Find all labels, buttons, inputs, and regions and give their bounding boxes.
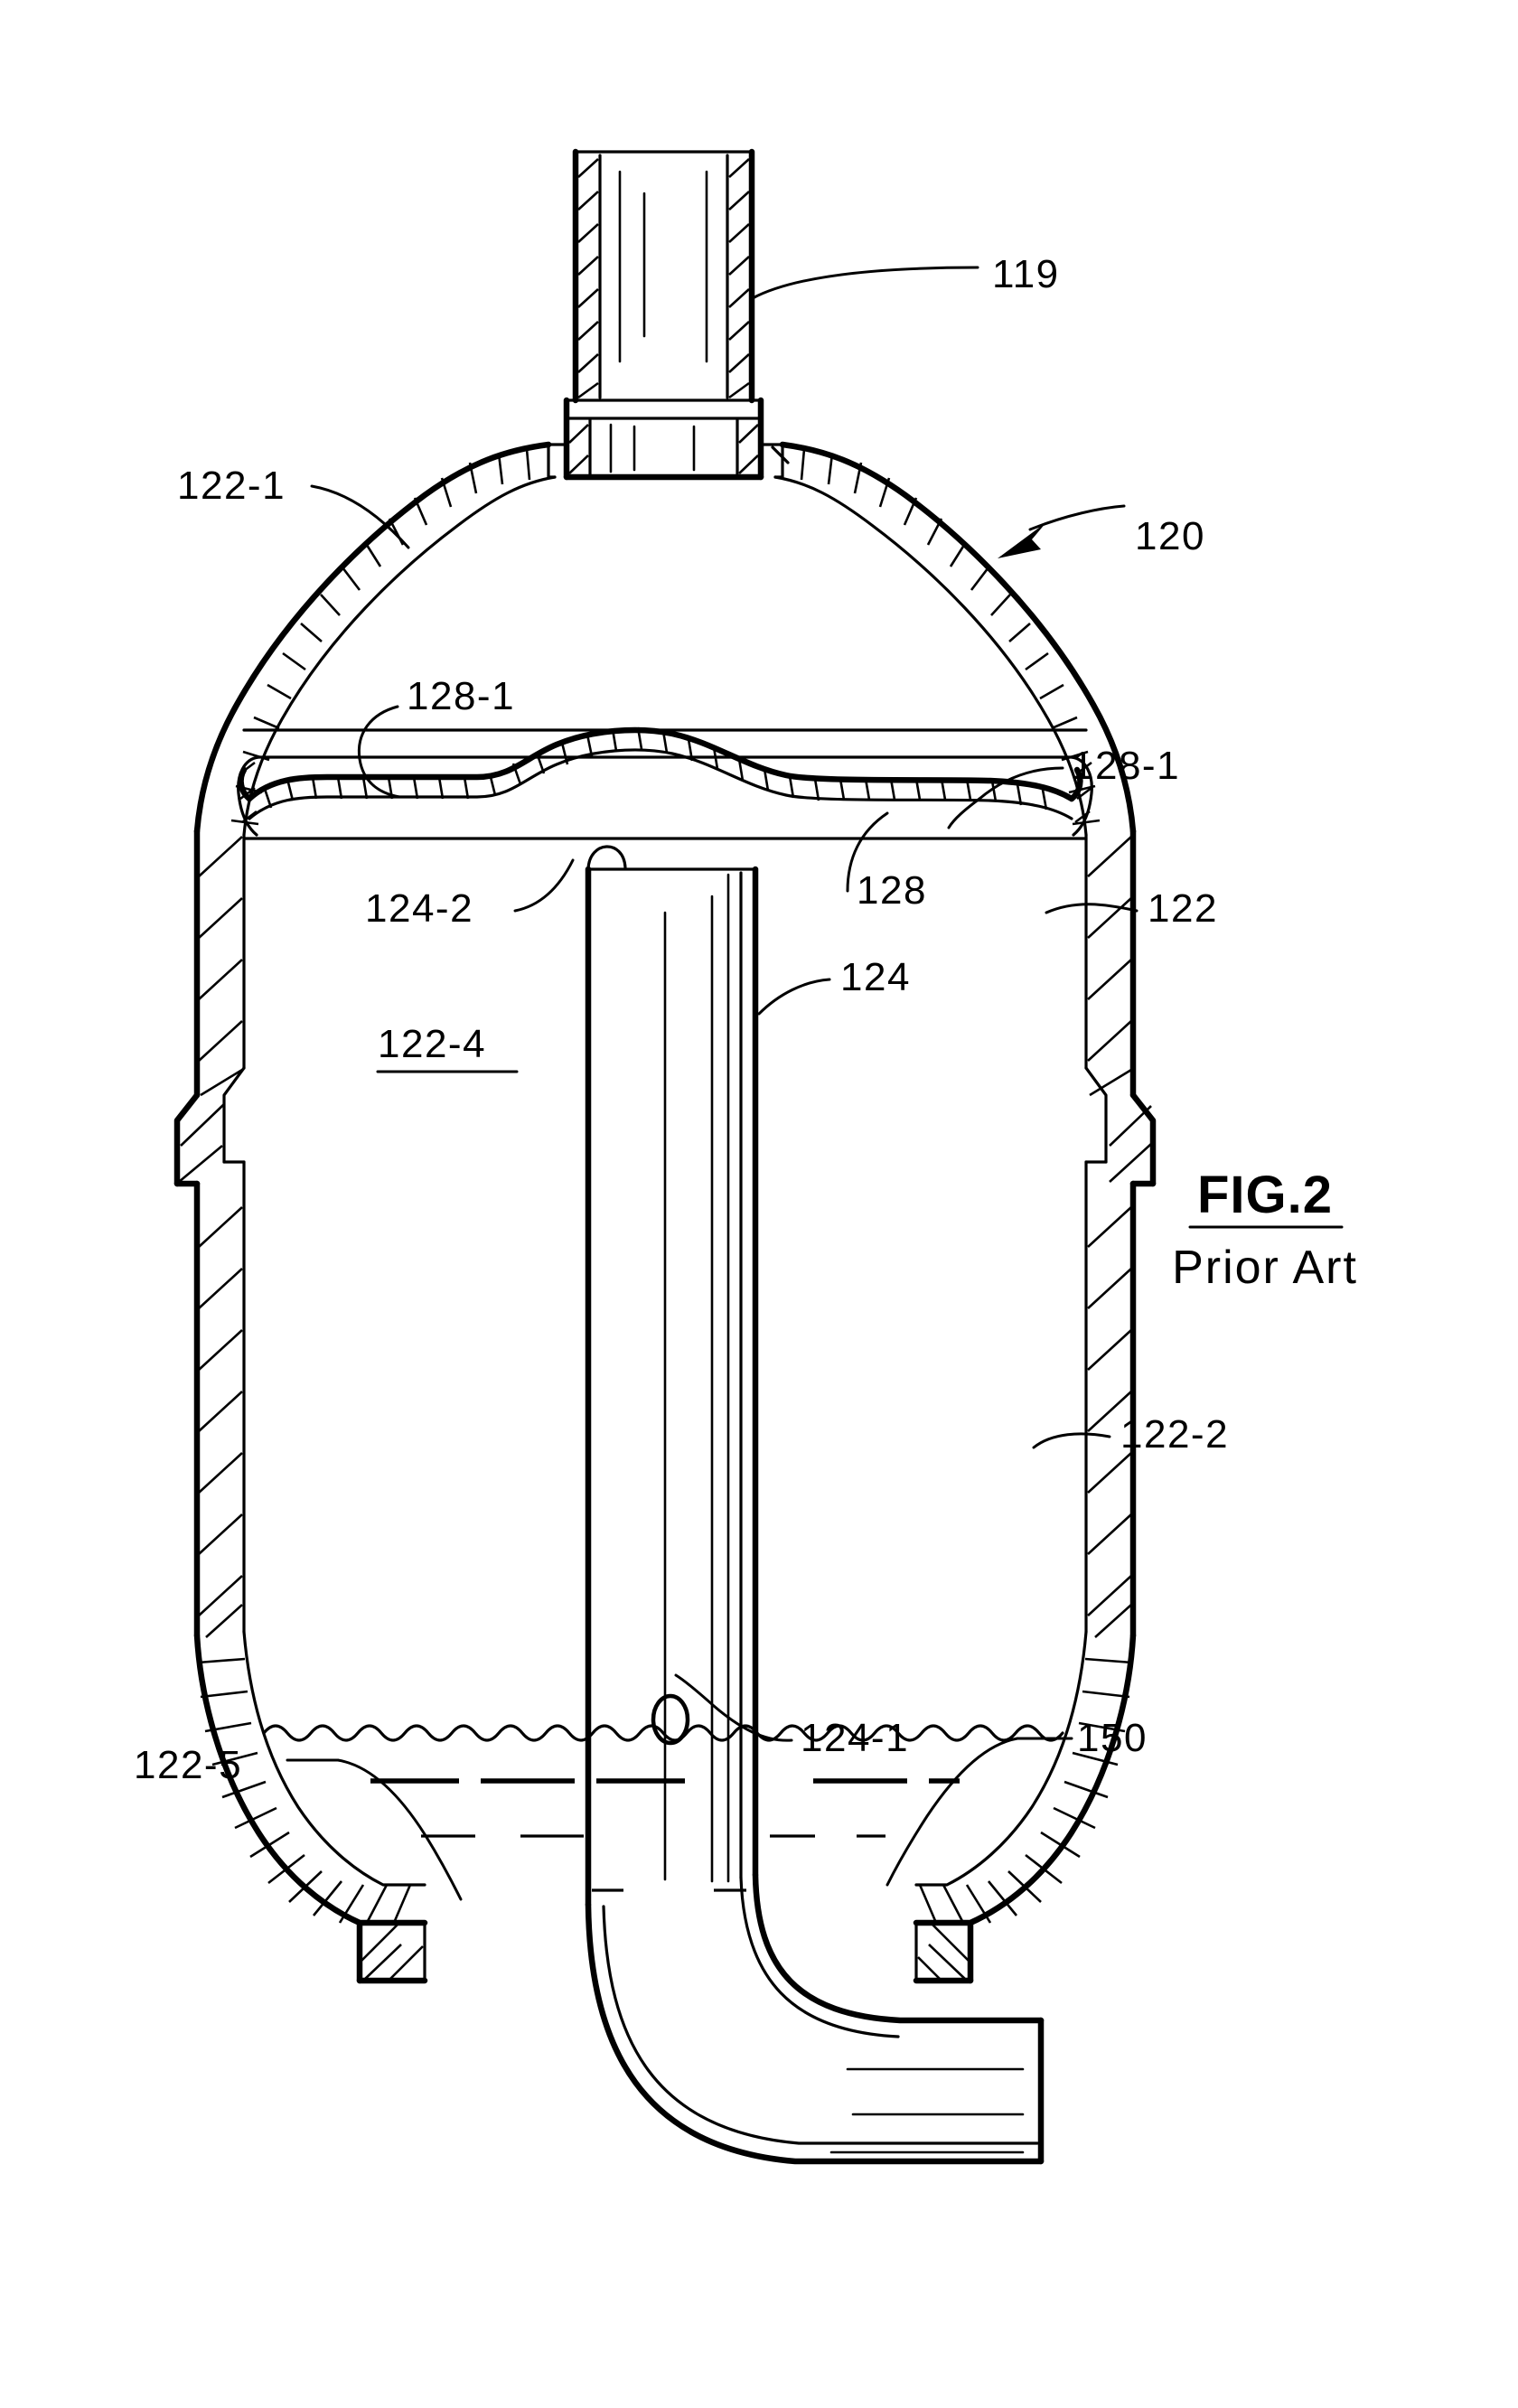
inlet-tube-wall-hatch-left [577,158,599,399]
leader-lines [286,266,1138,1901]
reference-numeral-labels: 119 122-1 120 128-1 128-1 128 124-2 122 … [134,252,1229,1787]
ref-label-122-4: 122-4 [378,1022,486,1066]
leader-128 [846,811,889,893]
ref-label-120: 120 [1135,514,1205,558]
leader-122 [1045,903,1138,914]
bottom-dome-hatch-right [918,1657,1133,1924]
ref-label-128-1-right: 128-1 [1072,744,1180,788]
ref-label-122-1: 122-1 [177,464,286,508]
u-tube-124 [585,845,1045,2165]
leader-124-1 [674,1673,793,1742]
shell-bottom-dome-122-5 [193,1630,1137,1984]
baffle-flange-hatch [239,761,1092,824]
ref-label-122: 122 [1148,886,1218,931]
ref-label-124: 124 [840,955,911,999]
bottom-dome-hatch-left [197,1657,412,1924]
ref-label-128: 128 [857,868,927,913]
ref-label-122-5: 122-5 [134,1743,242,1787]
inlet-tube-wall-hatch-right [728,158,750,399]
collar-hatch [568,424,759,474]
leader-128-1-right [978,766,1064,801]
leader-120 [1028,504,1126,531]
ref-label-119: 119 [992,252,1060,296]
oil-bleed-hole-124-1 [651,1693,690,1746]
shell-side-walls-122 [173,828,1157,1639]
collar-shading [609,423,696,473]
ref-label-150: 150 [1077,1716,1148,1760]
ref-label-122-2: 122-2 [1120,1412,1229,1457]
shell-wall-hatch-right [1087,836,1152,1638]
leader-124 [757,978,831,1016]
outlet-shading [829,2067,1025,2154]
shell-wall-hatch-left [178,836,243,1638]
upper-shell-hatch [230,448,1101,826]
figure-title: FIG.2 [1197,1166,1333,1224]
leader-120-arrowhead [998,522,1046,558]
ref-label-124-1: 124-1 [801,1716,909,1760]
leader-128-1-left [357,705,401,799]
leader-122-2 [1032,1432,1111,1449]
leader-119 [751,266,979,300]
figure-subtitle: Prior Art [1172,1241,1358,1294]
ref-label-128-1-left: 128-1 [407,674,515,718]
leader-124-2 [513,858,575,913]
inlet-tube-shading [618,170,708,363]
upper-shell-122-1 [193,441,1137,837]
u-tube-shading [663,873,730,1883]
outlet-boss-hatch [361,1924,970,1982]
figure-title-block: FIG.2 Prior Art [1172,1166,1358,1294]
leader-122-1 [310,484,410,549]
oil-level-150 [262,1724,1064,1892]
inlet-tube-119 [563,148,764,481]
ref-label-124-2: 124-2 [365,886,473,931]
